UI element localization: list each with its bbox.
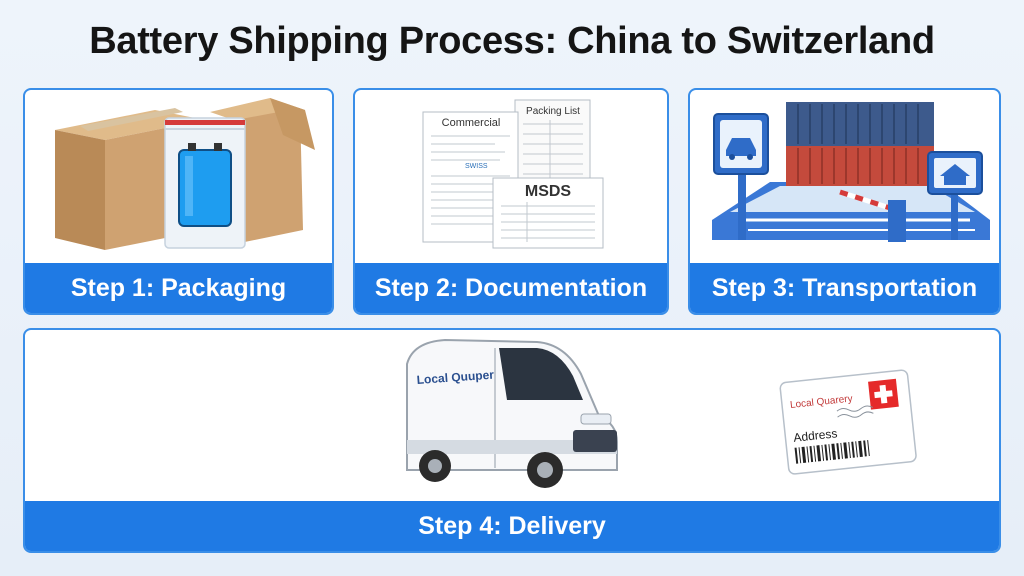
documentation-illustration: Packing List Commercial SWISS MSDS xyxy=(422,99,604,249)
ramp xyxy=(712,182,990,240)
svg-text:Local Quuper: Local Quuper xyxy=(416,368,494,387)
step-2-label: Step 2: Documentation xyxy=(355,263,667,313)
step-4-label: Step 4: Delivery xyxy=(25,501,999,551)
transportation-illustration xyxy=(712,102,990,242)
svg-text:Packing List: Packing List xyxy=(526,106,580,117)
warehouse-sign-icon xyxy=(927,151,983,240)
container-icon xyxy=(786,102,934,186)
svg-text:Address: Address xyxy=(793,426,838,445)
page-title: Battery Shipping Process: China to Switz… xyxy=(89,20,935,62)
step-card-packaging: Step 1: Packaging xyxy=(23,88,334,315)
barcode-icon xyxy=(794,440,870,464)
document-icon: Packing List Commercial SWISS MSDS xyxy=(422,99,604,249)
svg-text:Commercial: Commercial xyxy=(442,117,501,129)
packaging-illustration xyxy=(55,98,315,250)
barrier-icon xyxy=(839,189,906,242)
step-3-label: Step 3: Transportation xyxy=(690,263,999,313)
svg-text:MSDS: MSDS xyxy=(525,183,572,200)
step-1-label: Step 1: Packaging xyxy=(25,263,332,313)
step-card-delivery: Local Quuper Local Quarery Address xyxy=(23,328,1001,553)
car-sign-icon xyxy=(713,113,769,240)
step-card-transportation: Step 3: Transportation xyxy=(688,88,1001,315)
battery-bag-icon xyxy=(164,117,246,249)
shipping-label-icon: Local Quarery Address xyxy=(779,369,917,475)
swiss-flag-icon xyxy=(868,378,899,410)
van-icon: Local Quuper xyxy=(406,338,618,488)
svg-text:SWISS: SWISS xyxy=(465,163,488,170)
delivery-illustration: Local Quuper Local Quarery Address xyxy=(406,338,917,488)
step-card-documentation: Packing List Commercial SWISS MSDS xyxy=(353,88,669,315)
